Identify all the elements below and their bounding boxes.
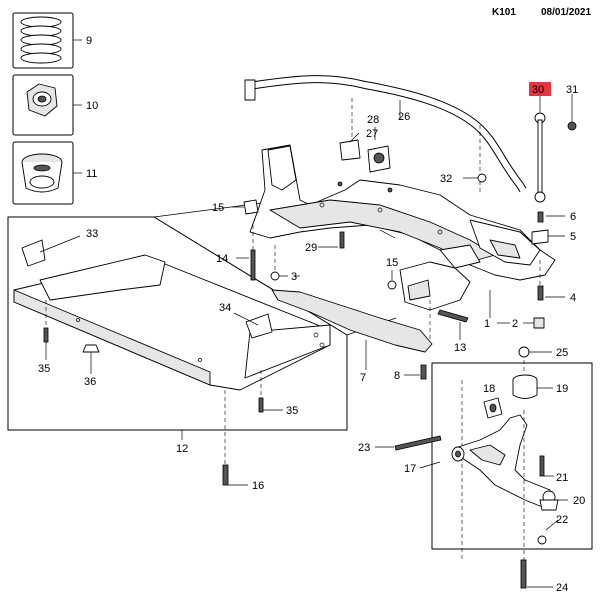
coil-spring-icon [20, 16, 62, 64]
callout-30: 30 [532, 84, 544, 96]
callout-7: 7 [360, 372, 366, 384]
washer-6[interactable] [537, 211, 565, 223]
callout-14: 14 [216, 253, 228, 265]
callout-15a: 15 [212, 202, 224, 214]
clip-36[interactable] [82, 344, 100, 374]
callout-3: 3 [291, 271, 297, 283]
bolt-23[interactable] [375, 435, 442, 451]
bushing-2[interactable] [523, 317, 545, 329]
callout-34: 34 [219, 302, 231, 314]
callout-10: 10 [86, 100, 98, 112]
callout-16: 16 [252, 480, 264, 492]
bracket-34[interactable] [233, 312, 273, 339]
bolt-14[interactable] [236, 225, 256, 281]
bolt-24[interactable] [520, 410, 553, 589]
callout-25: 25 [556, 347, 568, 359]
bolt-8[interactable] [404, 364, 427, 380]
callout-2: 2 [512, 318, 518, 330]
callout-11: 11 [86, 168, 97, 180]
callout-21: 21 [556, 472, 568, 484]
callout-26: 26 [398, 111, 410, 123]
ball-joint-20[interactable] [539, 490, 568, 511]
callout-23: 23 [358, 442, 370, 454]
bolt-29[interactable] [318, 231, 345, 249]
bushing-5[interactable] [531, 229, 565, 245]
callout-27: 27 [366, 128, 378, 140]
nut-25[interactable] [518, 346, 552, 358]
callout-4: 4 [570, 292, 576, 304]
nut-15b[interactable] [387, 270, 397, 290]
callout-8: 8 [394, 370, 400, 382]
bolt-16[interactable] [222, 390, 248, 486]
callout-33: 33 [86, 228, 98, 240]
bolt-13[interactable] [437, 309, 469, 340]
diagram-code: K101 [492, 7, 516, 18]
bolt-3[interactable] [270, 245, 288, 281]
spring-seat-icon [21, 153, 63, 193]
callout-19: 19 [556, 383, 568, 395]
nut-31[interactable] [567, 94, 577, 131]
callout-35b: 35 [286, 405, 298, 417]
hex-nut-icon [26, 83, 58, 117]
callout-31: 31 [566, 84, 578, 96]
stabilizer-bar[interactable] [244, 75, 527, 193]
nut-32[interactable] [463, 173, 487, 183]
callout-13: 13 [454, 342, 466, 354]
callout-1: 1 [484, 318, 490, 330]
inset-bump-stop[interactable] [12, 141, 74, 205]
callout-9: 9 [86, 35, 92, 47]
callout-22: 22 [556, 514, 568, 526]
control-arm-bracket[interactable] [399, 244, 481, 311]
reinforcement-bar[interactable] [13, 254, 331, 391]
bushing-clamp[interactable] [367, 145, 391, 173]
bolt-4[interactable] [537, 260, 565, 301]
bushing-19[interactable] [512, 374, 553, 399]
bolt-21[interactable] [539, 455, 554, 477]
tie-strut-7[interactable] [271, 289, 433, 370]
callout-18: 18 [483, 383, 495, 395]
bushing-27[interactable] [339, 139, 361, 161]
callout-28-visible: 28 [367, 114, 379, 126]
callout-15b: 15 [386, 257, 398, 269]
lower-control-arm[interactable] [451, 414, 556, 509]
callout-labels: 9 10 11 33 34 35 36 35 12 16 15 14 3 29 … [38, 35, 585, 594]
callout-35a: 35 [38, 363, 50, 375]
callout-5: 5 [570, 231, 576, 243]
callout-12: 12 [176, 443, 188, 455]
callout-20: 20 [573, 495, 585, 507]
callout-24: 24 [556, 582, 568, 594]
callout-6: 6 [570, 211, 576, 223]
stabilizer-link[interactable] [529, 82, 551, 203]
mount-bracket-15[interactable] [232, 199, 259, 215]
highlighted-part-badge [529, 82, 551, 96]
callout-29: 29 [305, 242, 317, 254]
inset-spring[interactable] [12, 12, 74, 69]
callout-36: 36 [84, 376, 96, 388]
bolt-35a[interactable] [43, 300, 49, 360]
subframe-crossmember[interactable] [249, 144, 556, 281]
bolt-35b[interactable] [258, 370, 283, 413]
callout-17: 17 [404, 463, 416, 475]
nut-22[interactable] [537, 519, 559, 545]
bracket-33[interactable] [21, 235, 81, 267]
callout-32: 32 [440, 173, 452, 185]
inset-nut[interactable] [12, 74, 74, 136]
diagram-date: 08/01/2021 [541, 7, 592, 18]
bushing-18[interactable] [483, 397, 503, 419]
